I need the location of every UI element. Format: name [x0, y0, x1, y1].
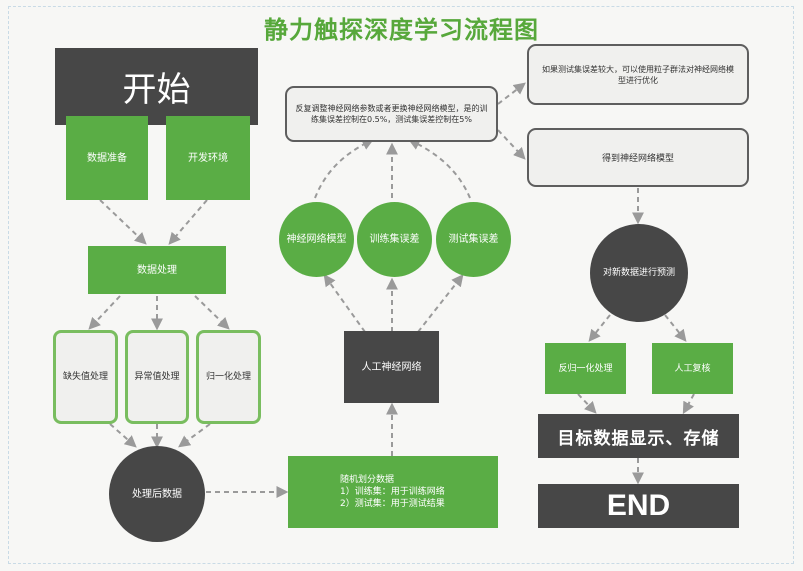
diagram-frame	[8, 6, 794, 564]
arrow-missing-to-processed	[109, 423, 137, 448]
arrow-prep-to-processing	[99, 199, 147, 245]
arrow-normalize-to-processed	[178, 423, 211, 448]
pso-optimize-node: 如果测试集误差较大，可以使用粒子群法对神经网络模型进行优化	[527, 44, 749, 105]
arrow-ann-to-model	[323, 274, 366, 333]
data-processing-node: 数据处理	[88, 246, 226, 294]
display-store-node: 目标数据显示、存储	[538, 414, 739, 458]
arrow-adjust-to-pso	[497, 82, 526, 105]
start-node: 开始	[55, 48, 258, 125]
arrow-predict-to-denorm	[588, 314, 611, 342]
arrow-predict-to-review	[664, 314, 687, 342]
end-node: END	[538, 484, 739, 528]
split-data-node: 随机划分数据 1）训练集：用于训练网络 2）测试集：用于测试结果	[288, 456, 498, 528]
arrow-processing-to-normalize	[194, 295, 230, 330]
arrow-review-to-display	[682, 393, 695, 415]
arrow-ann-to-test	[417, 274, 464, 333]
denormalize-node: 反归一化处理	[545, 343, 626, 394]
arrow-processing-to-missing	[88, 295, 121, 330]
split-title: 随机划分数据	[340, 475, 395, 485]
ann-node: 人工神经网络	[344, 331, 439, 403]
predict-node: 对新数据进行预测	[590, 224, 688, 322]
arrow-denorm-to-display	[577, 393, 597, 414]
outliers-node: 异常值处理	[125, 330, 189, 424]
missing-values-node: 缺失值处理	[53, 330, 118, 424]
normalization-node: 归一化处理	[196, 330, 261, 424]
split-train-line: 1）训练集：用于训练网络	[340, 487, 445, 497]
split-test-line: 2）测试集：用于测试结果	[340, 499, 445, 509]
get-model-node: 得到神经网络模型	[527, 128, 749, 187]
arrow-adjust-to-model	[497, 129, 526, 160]
arrow-env-to-processing	[168, 199, 208, 245]
manual-review-node: 人工复核	[652, 343, 733, 394]
arrow-model-to-adjust	[314, 138, 375, 199]
arrow-test-to-adjust	[407, 138, 471, 199]
adjust-params-node: 反复调整神经网络参数或者更换神经网络模型，是的训练集误差控制在0.5%，测试集误…	[285, 86, 498, 142]
processed-data-node: 处理后数据	[109, 446, 205, 542]
diagram-title: 静力触探深度学习流程图	[264, 15, 539, 44]
test-error-node: 测试集误差	[436, 202, 511, 277]
dev-env-node: 开发环境	[166, 116, 250, 200]
train-error-node: 训练集误差	[357, 202, 432, 277]
nn-model-node: 神经网络模型	[279, 202, 354, 277]
data-prep-node: 数据准备	[66, 116, 148, 200]
